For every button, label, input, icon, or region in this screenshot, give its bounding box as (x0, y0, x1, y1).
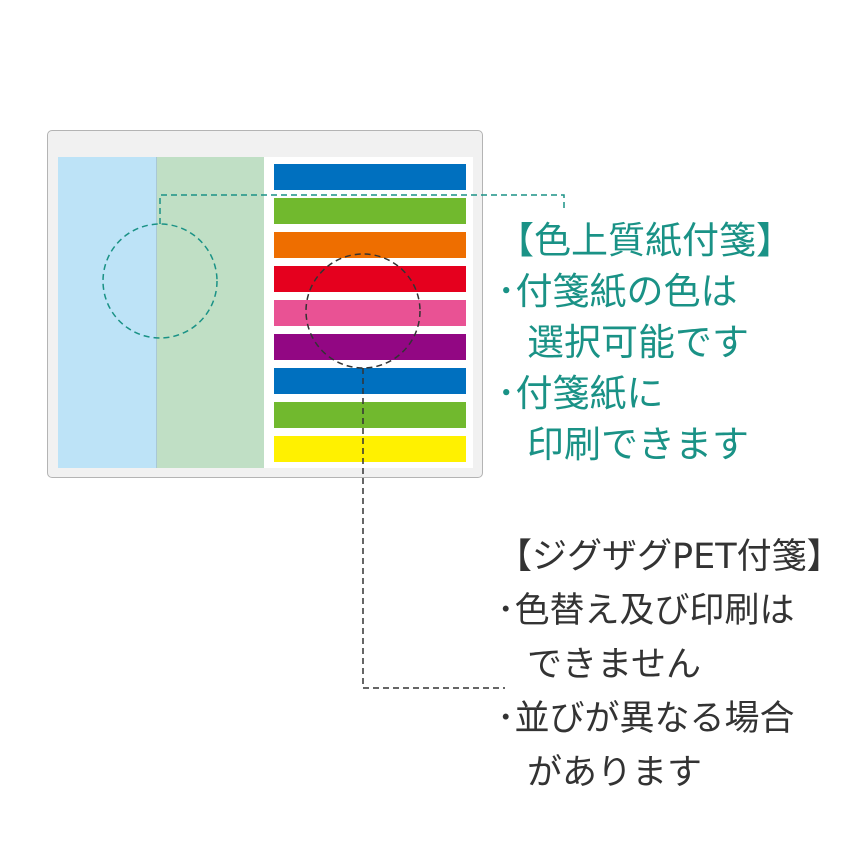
pet-note-bullet-2: ･並びが異なる場合 (497, 699, 795, 739)
paper-note-bullet-2: ･付箋紙に (497, 372, 664, 415)
paper-callout-leader (159, 194, 565, 224)
pet-callout-circle (305, 253, 421, 369)
paper-note-bullet-1: ･付箋紙の色は (497, 270, 738, 313)
pet-strip (274, 402, 466, 428)
pet-callout-leader (362, 368, 505, 689)
pet-strip (274, 368, 466, 394)
pet-note-title: 【ジグザグPET付箋】 (497, 537, 842, 577)
pet-strip (274, 198, 466, 224)
paper-note-green-panel (156, 157, 264, 468)
paper-note-blue-panel (58, 157, 156, 468)
pet-strip (274, 334, 466, 360)
paper-note-bullet-2-cont: 印刷できます (527, 423, 749, 466)
paper-note-title: 【色上質紙付箋】 (497, 219, 793, 262)
pet-note-bullet-1: ･色替え及び印刷は (497, 591, 795, 631)
pet-strip (274, 436, 466, 462)
paper-note-bullet-1-cont: 選択可能です (527, 321, 749, 364)
paper-callout-circle (102, 223, 218, 339)
pet-strip (274, 164, 466, 190)
pet-strip (274, 232, 466, 258)
paper-note-description: 【色上質紙付箋】 ･付箋紙の色は 選択可能です ･付箋紙に 印刷できます (497, 222, 793, 477)
pet-strip (274, 266, 466, 292)
pet-note-bullet-2-cont: があります (527, 753, 703, 793)
pet-note-bullet-1-cont: できません (527, 645, 701, 685)
pet-note-description: 【ジグザグPET付箋】 ･色替え及び印刷は できません ･並びが異なる場合 があ… (497, 540, 842, 810)
